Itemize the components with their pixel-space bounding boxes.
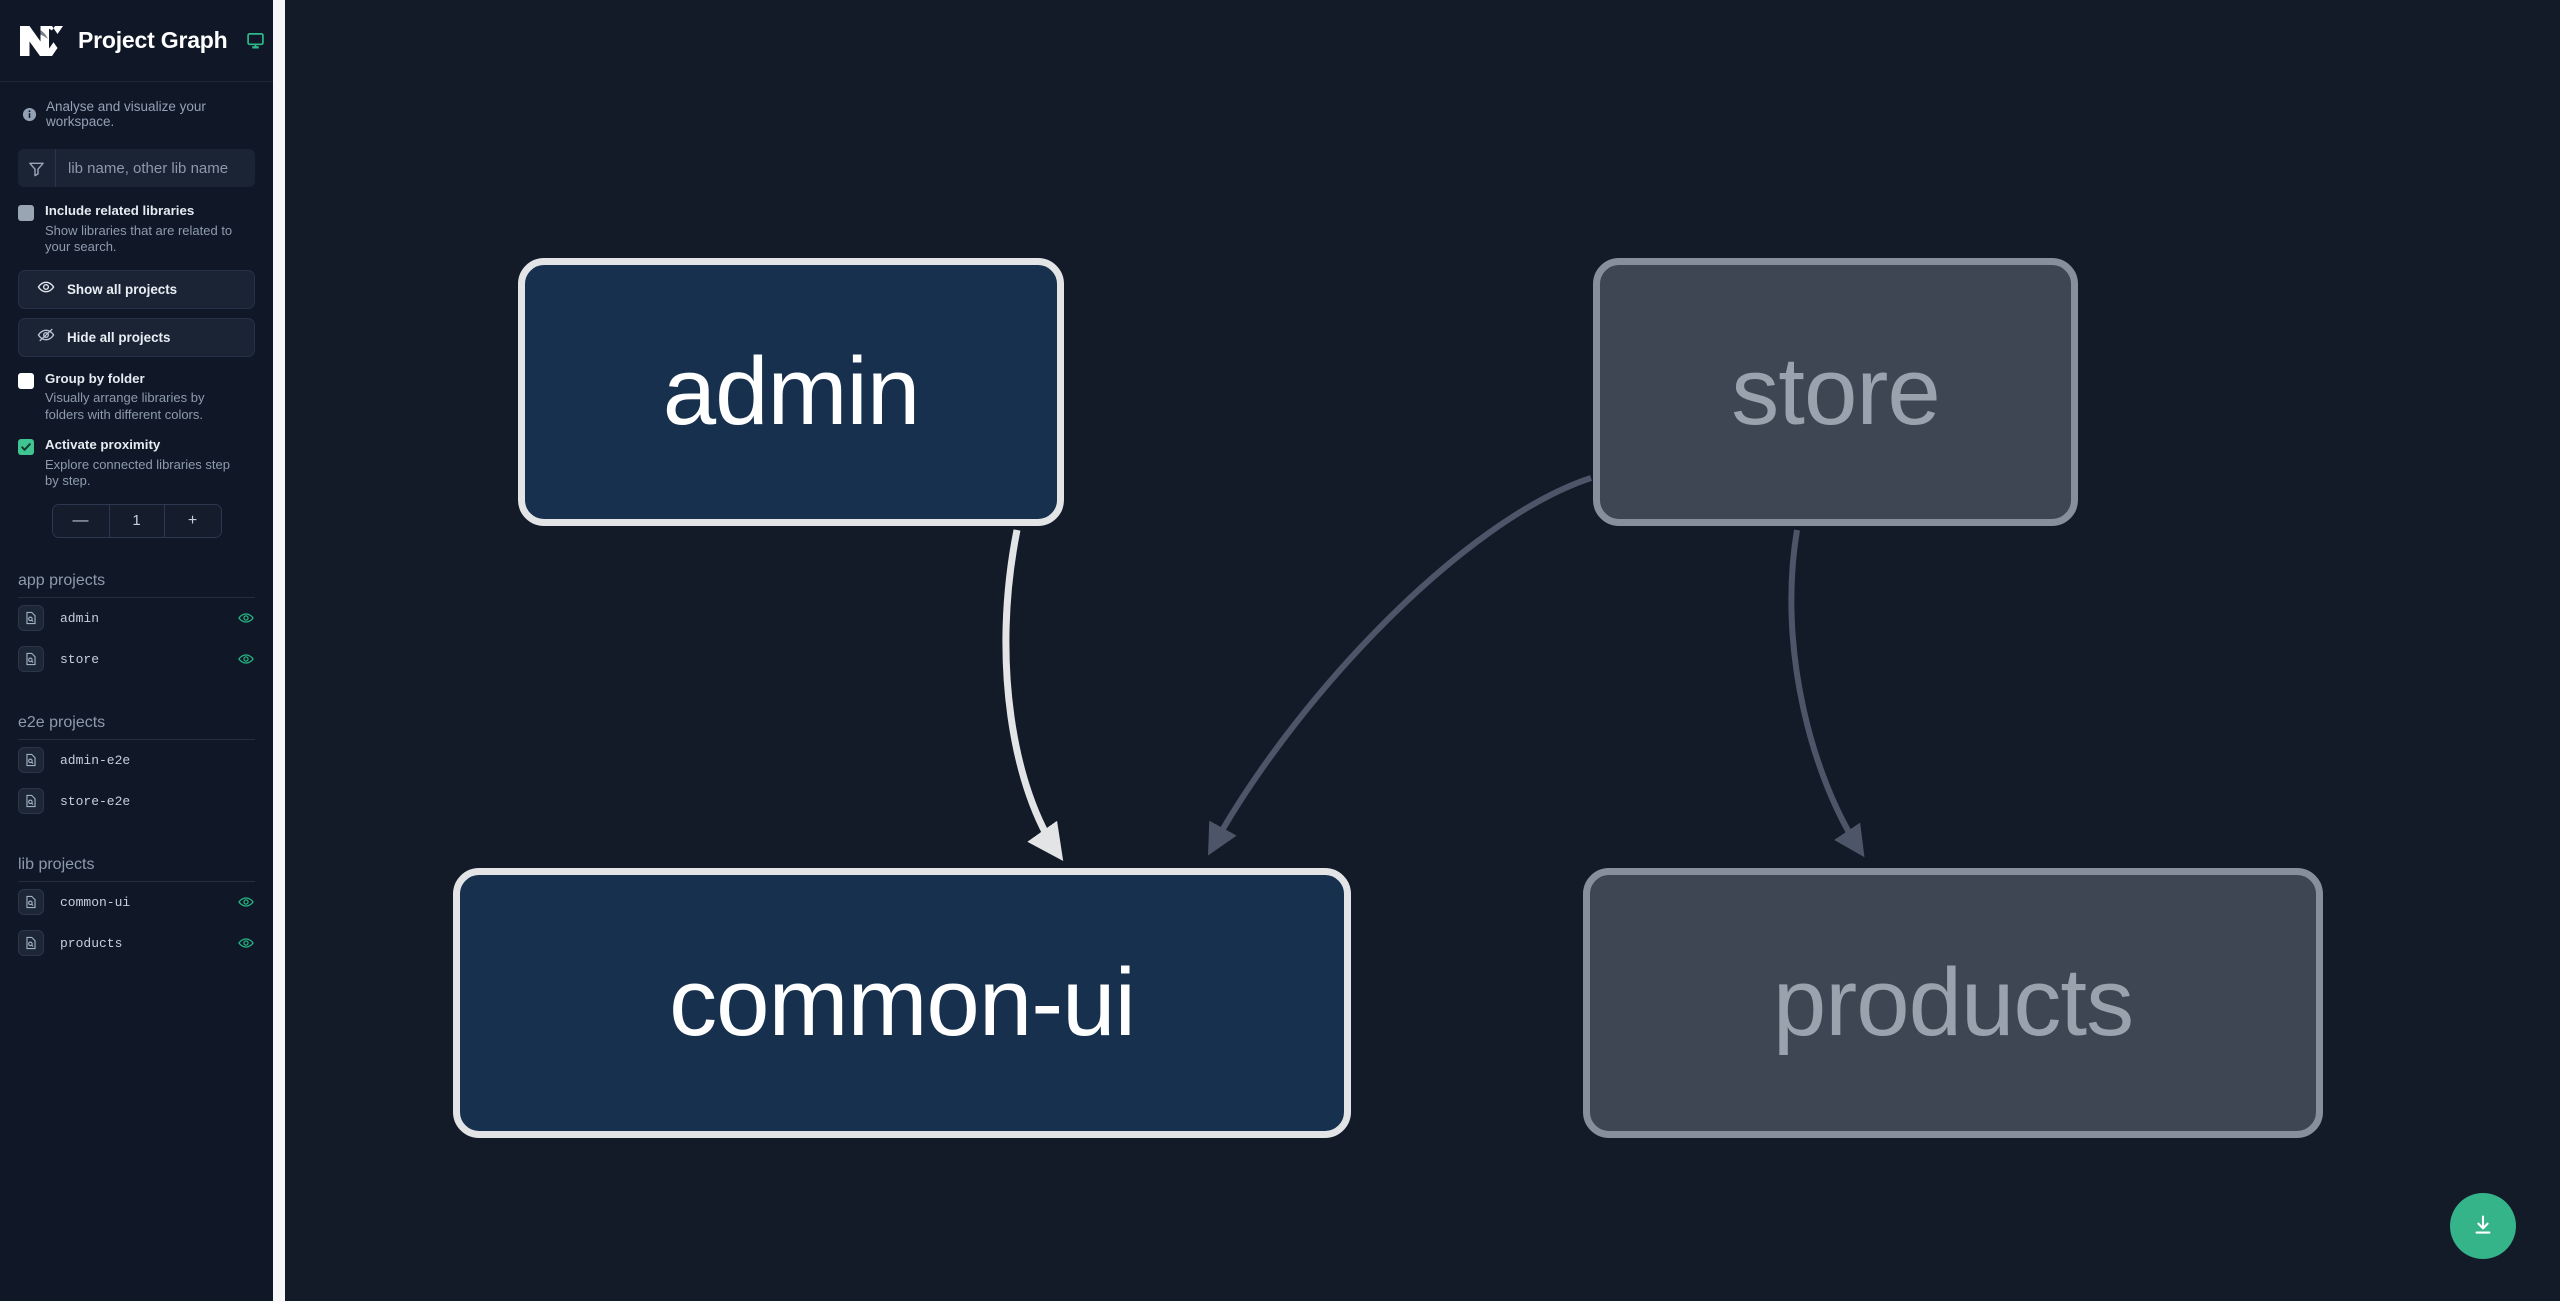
graph-node-label: common-ui: [669, 949, 1136, 1056]
sidebar: Project Graph Analyse and visualize your…: [0, 0, 273, 1301]
proximity-value: 1: [108, 504, 165, 537]
project-row-store[interactable]: store: [18, 639, 255, 680]
group-header-lib-projects: lib projects: [18, 822, 255, 882]
hide-all-projects-label: Hide all projects: [67, 329, 171, 345]
edge-store-to-products: [1788, 529, 1865, 858]
group-header-app-projects: app projects: [18, 538, 255, 598]
graph-node-store[interactable]: store: [1593, 258, 2078, 526]
show-all-projects-label: Show all projects: [67, 281, 178, 297]
download-graph-button[interactable]: [2450, 1193, 2516, 1259]
option-title: Group by folder: [45, 370, 145, 386]
graph-node-admin[interactable]: admin: [518, 258, 1064, 526]
option-desc: Show libraries that are related to your …: [45, 222, 233, 255]
project-icon: [18, 930, 44, 957]
proximity-stepper-row: — 1 +: [0, 490, 273, 538]
sidebar-header: Project Graph: [0, 0, 273, 82]
project-row-products[interactable]: products: [18, 923, 255, 964]
project-icon: [18, 605, 44, 632]
graph-node-label: store: [1731, 338, 1940, 445]
option-desc: Explore connected libraries step by step…: [45, 456, 230, 489]
option-title: Activate proximity: [45, 437, 161, 453]
project-name: store: [60, 651, 100, 667]
graph-node-common-ui[interactable]: common-ui: [453, 868, 1351, 1138]
project-row-common-ui[interactable]: common-ui: [18, 882, 255, 923]
project-row-admin-e2e[interactable]: admin-e2e: [18, 740, 255, 781]
project-visibility-eye-icon[interactable]: [237, 893, 255, 911]
option-group-by-folder[interactable]: Group by folder Visually arrange librari…: [0, 357, 273, 424]
project-icon: [18, 646, 44, 673]
divider: [18, 880, 255, 882]
project-row-admin[interactable]: admin: [18, 598, 255, 639]
graph-canvas[interactable]: admin store common-ui products: [273, 0, 2560, 1301]
show-all-row: Show all projects: [0, 256, 273, 309]
group-header-e2e-projects: e2e projects: [18, 680, 255, 740]
proximity-stepper: — 1 +: [51, 503, 222, 538]
eye-icon: [37, 278, 55, 301]
checkbox-include-related-libraries[interactable]: [18, 205, 34, 221]
show-all-projects-button[interactable]: Show all projects: [18, 269, 255, 309]
graph-node-label: products: [1772, 949, 2134, 1056]
hide-all-projects-button[interactable]: Hide all projects: [18, 317, 255, 357]
info-icon: [22, 107, 37, 122]
project-name: store-e2e: [60, 793, 131, 809]
project-name: common-ui: [60, 894, 131, 910]
download-icon: [2470, 1212, 2496, 1241]
page-title: Project Graph: [78, 27, 228, 53]
eye-off-icon: [37, 326, 55, 349]
project-name: admin: [60, 610, 100, 626]
graph-node-label: admin: [662, 338, 920, 445]
project-icon: [18, 788, 44, 815]
proximity-increment-button[interactable]: +: [164, 504, 221, 537]
group-title: lib projects: [18, 855, 95, 873]
option-title: Include related libraries: [45, 203, 195, 218]
group-title: e2e projects: [18, 713, 106, 731]
graph-edges: [1002, 475, 1865, 861]
graph-node-products[interactable]: products: [1583, 868, 2323, 1138]
monitor-icon[interactable]: [246, 31, 265, 50]
divider: [18, 596, 255, 598]
checkbox-group-by-folder[interactable]: [18, 372, 34, 389]
project-icon: [18, 889, 44, 916]
edge-store-to-common-ui: [1208, 475, 1592, 856]
nx-logo-icon: [18, 20, 64, 62]
project-visibility-eye-icon[interactable]: [237, 934, 255, 952]
search-input[interactable]: [56, 149, 255, 187]
proximity-decrement-button[interactable]: —: [52, 504, 109, 537]
project-icon: [18, 747, 44, 774]
project-name: admin-e2e: [60, 752, 131, 768]
sidebar-resize-handle[interactable]: [273, 0, 285, 1301]
project-row-store-e2e[interactable]: store-e2e: [18, 781, 255, 822]
filter-icon: [18, 149, 56, 187]
search-box[interactable]: [18, 149, 255, 187]
tagline: Analyse and visualize your workspace.: [0, 82, 273, 143]
project-visibility-eye-icon[interactable]: [237, 650, 255, 668]
option-activate-proximity[interactable]: Activate proximity Explore connected lib…: [0, 423, 273, 490]
checkbox-activate-proximity[interactable]: [18, 439, 34, 456]
option-include-related-libraries[interactable]: Include related libraries Show libraries…: [0, 187, 273, 256]
option-desc: Visually arrange libraries by folders wi…: [45, 390, 205, 422]
hide-all-row: Hide all projects: [0, 309, 273, 357]
edge-admin-to-common-ui: [1002, 529, 1064, 861]
project-visibility-eye-icon[interactable]: [237, 609, 255, 627]
divider: [18, 738, 255, 740]
project-name: products: [60, 935, 123, 951]
group-title: app projects: [18, 571, 106, 589]
tagline-text: Analyse and visualize your workspace.: [46, 99, 206, 129]
